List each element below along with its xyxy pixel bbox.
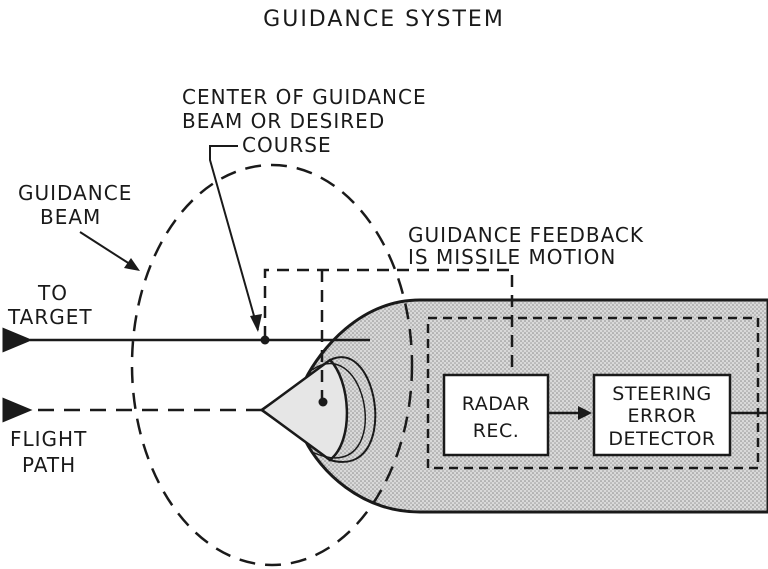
beam-leader-arrow <box>124 258 140 271</box>
missile-center-dot <box>318 397 328 407</box>
beam-label-line2: BEAM <box>40 205 101 229</box>
steering-label-line1: STEERING <box>612 383 711 405</box>
target-label-line2: TARGET <box>7 305 93 329</box>
feedback-label-line2: IS MISSILE MOTION <box>408 245 616 269</box>
guidance-beam-ellipse <box>130 163 414 567</box>
seeker-dome <box>329 356 377 463</box>
center-leader-arrow <box>250 314 262 332</box>
steering-label-line3: DETECTOR <box>608 428 715 450</box>
center-leader-line <box>209 145 259 331</box>
center-label-line3: COURSE <box>242 133 332 157</box>
radar-label-line1: RADAR <box>462 393 530 415</box>
nose-cone <box>259 358 349 462</box>
radar-receiver-block <box>442 373 550 457</box>
radar-label-line2: REC. <box>473 420 520 442</box>
target-label-line1: TO <box>37 281 68 305</box>
feedback-loop <box>263 268 514 375</box>
center-label-line2: BEAM OR DESIRED <box>182 109 385 133</box>
steering-label-line2: ERROR <box>627 405 696 427</box>
center-label-line1: CENTER OF GUIDANCE <box>182 85 427 109</box>
flight-label-line1: FLIGHT <box>10 427 87 451</box>
radar-to-steering-arrowhead <box>578 406 592 420</box>
feedback-label-line1: GUIDANCE FEEDBACK <box>408 223 644 247</box>
beam-center-dot <box>260 335 270 345</box>
beam-label-line1: GUIDANCE <box>18 181 132 205</box>
beam-leader-line <box>79 231 137 269</box>
flight-label-line2: PATH <box>22 453 76 477</box>
seeker-inner-ring <box>311 362 367 459</box>
steering-error-detector-block <box>592 373 732 457</box>
system-boundary <box>426 316 760 470</box>
diagram-title: GUIDANCE SYSTEM <box>263 7 505 32</box>
